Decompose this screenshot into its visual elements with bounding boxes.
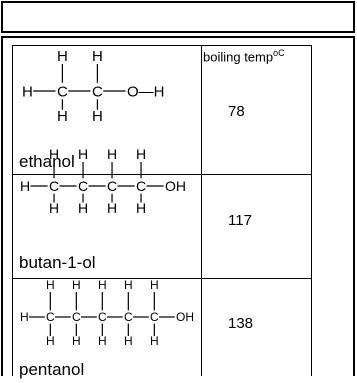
atom-c: C [124, 310, 133, 324]
atom-h: H [20, 310, 29, 324]
atom-h: H [92, 48, 103, 65]
boiling-value-pentanol: 138 [228, 315, 254, 332]
atom-h: H [57, 108, 68, 125]
atom-h: H [136, 146, 146, 162]
atom-h: H [98, 334, 107, 348]
column-divider [201, 45, 202, 376]
atom-c: C [150, 310, 159, 324]
atom-h: H [22, 83, 33, 100]
atom-h: H [150, 278, 159, 292]
content-panel [1, 36, 355, 376]
atom-c: C [92, 83, 103, 100]
atom-c: C [46, 310, 55, 324]
row-divider [12, 174, 312, 175]
boiling-value-ethanol: 78 [228, 103, 245, 120]
table-frame [12, 45, 312, 376]
atom-h: H [20, 178, 30, 194]
atom-h: H [57, 48, 68, 65]
atom-h: H [49, 200, 59, 216]
atom-h: H [98, 278, 107, 292]
molecule-name-ethanol: ethanol [19, 152, 75, 171]
atom-c: C [57, 83, 68, 100]
atom-c: C [49, 178, 59, 194]
atom-h: H [46, 334, 55, 348]
end-group: OH [165, 178, 186, 194]
top-panel [1, 1, 355, 33]
atom-h: H [78, 200, 88, 216]
atom-h: H [150, 334, 159, 348]
molecule-name-pentanol: pentanol [19, 360, 85, 379]
atom-h: H [46, 278, 55, 292]
atom-h: H [49, 146, 59, 162]
atom-h: H [136, 200, 146, 216]
atom-c: C [72, 310, 81, 324]
boiling-temp-header: boiling tempoC [203, 48, 285, 65]
atom-h: H [107, 200, 117, 216]
atom-c: C [98, 310, 107, 324]
atom-h: H [72, 334, 81, 348]
row-divider [12, 278, 312, 279]
atom-h: H [107, 146, 117, 162]
end-group: OH [176, 310, 194, 324]
atom-h: H [124, 278, 133, 292]
boiling-value-butan-1-ol: 117 [228, 212, 252, 229]
atom-c: C [136, 178, 146, 194]
atom-c: C [107, 178, 117, 194]
atom-c: C [78, 178, 88, 194]
end-group: O—H [127, 83, 165, 100]
atom-h: H [124, 334, 133, 348]
atom-h: H [92, 108, 103, 125]
atom-h: H [72, 278, 81, 292]
molecule-name-butan-1-ol: butan-1-ol [19, 253, 96, 272]
atom-h: H [78, 146, 88, 162]
